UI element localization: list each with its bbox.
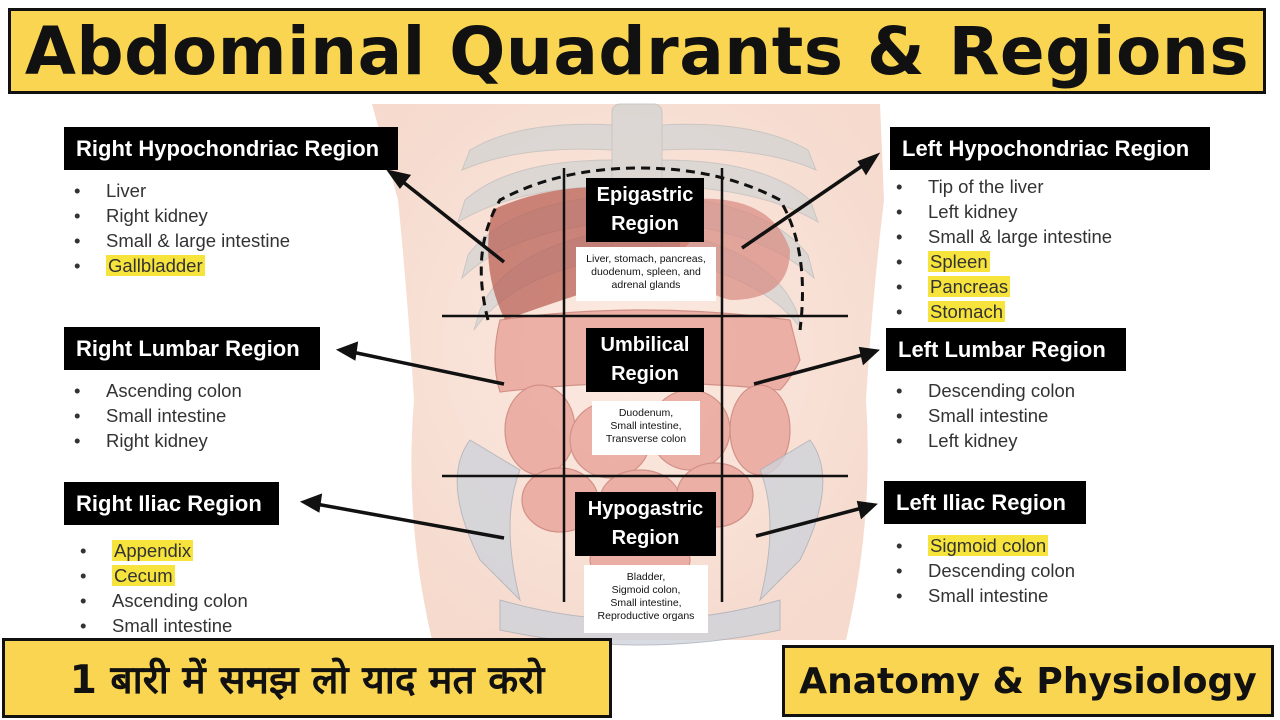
- list-item: Cecum: [70, 563, 248, 588]
- list-item: Descending colon: [886, 378, 1075, 403]
- description-line: Small intestine,: [610, 420, 682, 432]
- list-item-text: Small intestine: [106, 405, 227, 426]
- list-item: Small intestine: [70, 613, 248, 638]
- list-item: Small & large intestine: [64, 228, 290, 253]
- hindi-tagline: 1 बारी में समझ लो याद मत करो: [69, 657, 545, 703]
- list-item-text: Small & large intestine: [928, 226, 1113, 247]
- left-hypochondriac-label: Left Hypochondriac Region: [890, 127, 1210, 170]
- list-item-text: Small intestine: [928, 585, 1049, 606]
- list-item: Small & large intestine: [886, 224, 1112, 249]
- description-line: Transverse colon: [605, 433, 687, 445]
- title-banner: Abdominal Quadrants & Regions: [8, 8, 1266, 94]
- umbilical-label-line2: Region: [611, 363, 679, 385]
- list-item-text: Descending colon: [928, 380, 1076, 401]
- list-item-text: Right kidney: [106, 205, 208, 226]
- subject-banner: Anatomy & Physiology: [782, 645, 1274, 717]
- list-item-text: Spleen: [928, 251, 990, 272]
- list-item: Liver: [64, 178, 290, 203]
- umbilical-label-line1: Umbilical: [600, 334, 690, 356]
- costal-margin-outline: [479, 166, 804, 331]
- pointer-arrows: [299, 152, 881, 540]
- list-item: Ascending colon: [64, 378, 242, 403]
- umbilical-description: Duodenum,Small intestine,Transverse colo…: [592, 401, 700, 455]
- list-item-text: Appendix: [112, 540, 194, 561]
- left-iliac-list: Sigmoid colonDescending colonSmall intes…: [886, 533, 1075, 608]
- hypogastric-description: Bladder,Sigmoid colon,Small intestine,Re…: [584, 565, 708, 633]
- description-line: adrenal glands: [611, 279, 681, 291]
- left-hypochondriac-list: Tip of the liverLeft kidneySmall & large…: [886, 174, 1112, 324]
- list-item: Small intestine: [886, 583, 1075, 608]
- list-item-text: Sigmoid colon: [928, 535, 1049, 556]
- epigastric-label-line2: Region: [611, 213, 679, 235]
- list-item-text: Small intestine: [112, 615, 233, 636]
- epigastric-description: Liver, stomach, pancreas,duodenum, splee…: [576, 247, 716, 301]
- description-line: Duodenum,: [618, 407, 674, 419]
- description-line: Bladder,: [626, 571, 666, 583]
- list-item-text: Ascending colon: [112, 590, 248, 611]
- list-item: Tip of the liver: [886, 174, 1112, 199]
- description-line: Sigmoid colon,: [611, 584, 681, 596]
- list-item: Small intestine: [64, 403, 242, 428]
- epigastric-label-line1: Epigastric: [596, 184, 694, 206]
- description-line: Small intestine,: [610, 597, 682, 609]
- list-item-text: Descending colon: [928, 560, 1076, 581]
- right-lumbar-list: Ascending colonSmall intestineRight kidn…: [64, 378, 242, 453]
- list-item: Stomach: [886, 299, 1112, 324]
- list-item-text: Right kidney: [106, 430, 208, 451]
- list-item-text: Left kidney: [928, 201, 1018, 222]
- list-item: Spleen: [886, 249, 1112, 274]
- right-iliac-list: AppendixCecumAscending colonSmall intest…: [70, 538, 248, 638]
- description-line: Reproductive organs: [597, 610, 695, 622]
- hypogastric-label-line1: Hypogastric: [587, 498, 704, 520]
- region-grid-lines: [442, 168, 848, 602]
- hypogastric-label-line2: Region: [611, 527, 680, 549]
- list-item: Pancreas: [886, 274, 1112, 299]
- hypogastric-label: Hypogastric Region: [575, 492, 716, 556]
- list-item-text: Small & large intestine: [106, 230, 291, 251]
- list-item: Right kidney: [64, 428, 242, 453]
- list-item-text: Cecum: [112, 565, 175, 586]
- list-item: Small intestine: [886, 403, 1075, 428]
- list-item: Appendix: [70, 538, 248, 563]
- epigastric-label: Epigastric Region: [586, 178, 704, 242]
- description-line: Liver, stomach, pancreas,: [586, 253, 706, 265]
- list-item-text: Small intestine: [928, 405, 1049, 426]
- list-item: Right kidney: [64, 203, 290, 228]
- list-item-text: Stomach: [928, 301, 1006, 322]
- list-item-text: Left kidney: [928, 430, 1018, 451]
- list-item: Left kidney: [886, 428, 1075, 453]
- list-item-text: Liver: [106, 180, 147, 201]
- right-hypochondriac-list: LiverRight kidneySmall & large intestine…: [64, 178, 290, 278]
- umbilical-label: Umbilical Region: [586, 328, 704, 392]
- list-item-text: Gallbladder: [106, 255, 205, 276]
- list-item-text: Tip of the liver: [928, 176, 1044, 197]
- list-item: Descending colon: [886, 558, 1075, 583]
- list-item: Left kidney: [886, 199, 1112, 224]
- right-lumbar-label: Right Lumbar Region: [64, 327, 320, 370]
- subject-title: Anatomy & Physiology: [799, 660, 1257, 702]
- left-iliac-label: Left Iliac Region: [884, 481, 1086, 524]
- list-item: Ascending colon: [70, 588, 248, 613]
- list-item-text: Ascending colon: [106, 380, 242, 401]
- page-title: Abdominal Quadrants & Regions: [24, 12, 1250, 90]
- right-iliac-label: Right Iliac Region: [64, 482, 279, 525]
- description-line: duodenum, spleen, and: [591, 266, 701, 278]
- list-item: Sigmoid colon: [886, 533, 1075, 558]
- hindi-tagline-banner: 1 बारी में समझ लो याद मत करो: [2, 638, 612, 718]
- list-item-text: Pancreas: [928, 276, 1011, 297]
- list-item: Gallbladder: [64, 253, 290, 278]
- right-hypochondriac-label: Right Hypochondriac Region: [64, 127, 398, 170]
- left-lumbar-label: Left Lumbar Region: [886, 328, 1126, 371]
